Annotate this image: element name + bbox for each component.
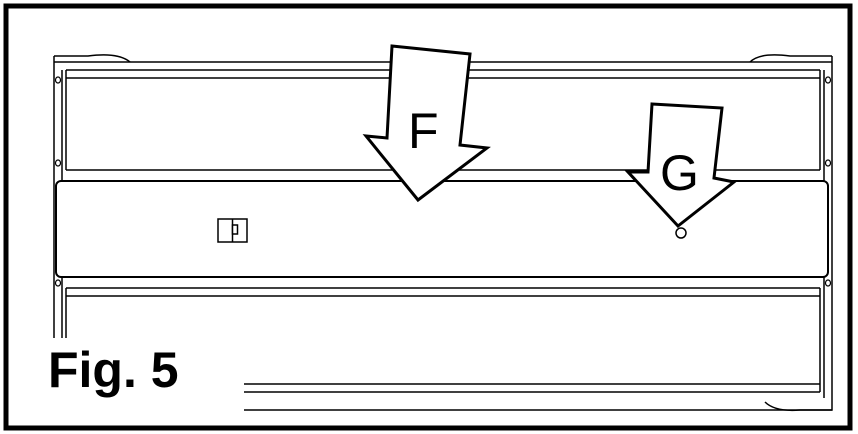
figure-border — [3, 3, 853, 431]
arrow-g: G — [624, 102, 738, 229]
lock-icon — [217, 218, 248, 243]
arrow-f: F — [362, 44, 491, 203]
callout-f-label: F — [408, 103, 439, 159]
screw-holes — [54, 76, 832, 287]
callout-g-label: G — [660, 145, 699, 201]
pin-hole — [675, 227, 687, 239]
figure-caption: Fig. 5 — [30, 338, 244, 424]
